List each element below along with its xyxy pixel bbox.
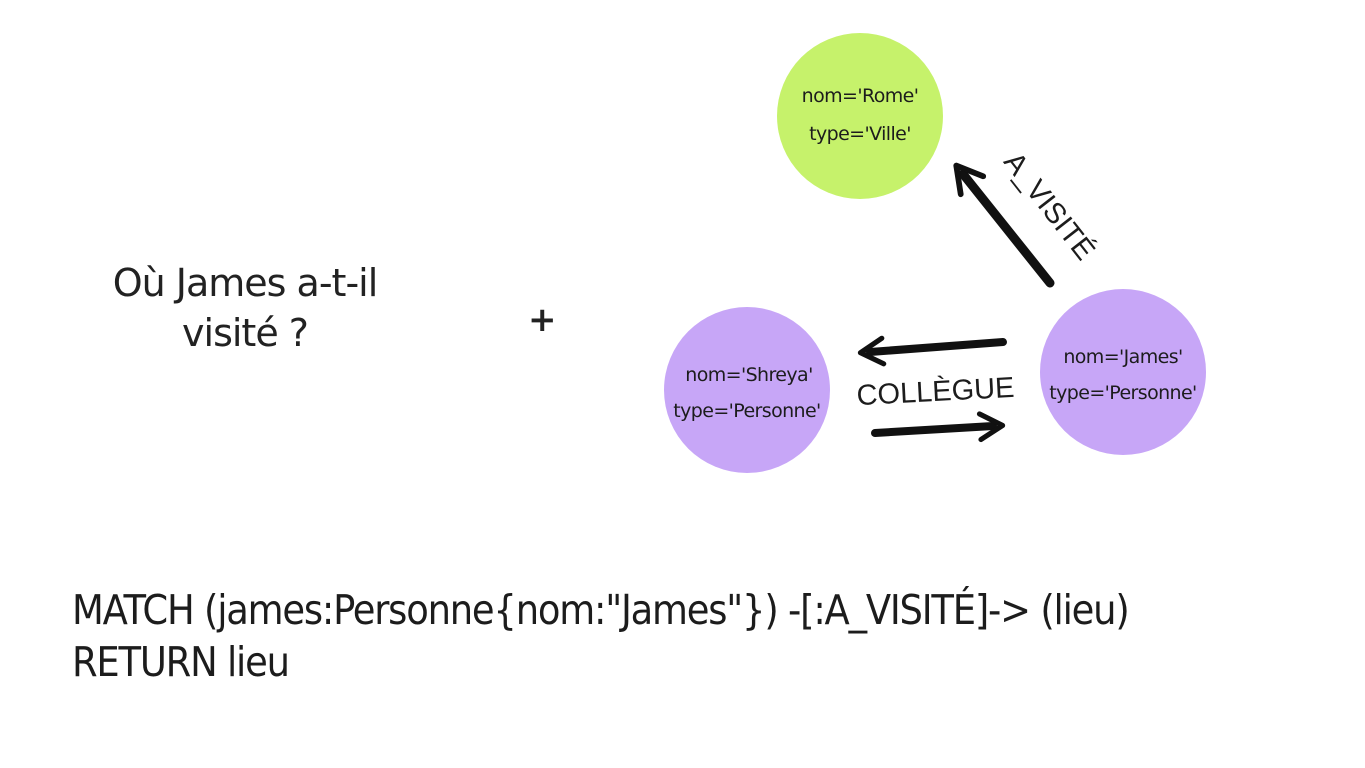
query-line-2: RETURN lieu xyxy=(72,638,290,686)
edge-visited: A_VISITÉ xyxy=(953,146,1102,288)
edge-colleague-label: COLLÈGUE xyxy=(856,371,1015,412)
node-james-type: type='Personne' xyxy=(1049,382,1196,404)
edge-colleague-arrow-to-james xyxy=(871,411,1006,443)
query-line-1: MATCH (james:Personne{nom:"James"}) -[:A… xyxy=(72,586,1130,634)
plus-sign: + xyxy=(528,300,557,340)
question-text: Où James a-t-il visité ? xyxy=(60,258,430,358)
question-line-2: visité ? xyxy=(182,311,309,355)
node-shreya-name: nom='Shreya' xyxy=(685,364,812,386)
question-line-1: Où James a-t-il xyxy=(112,261,379,305)
edge-colleague: COLLÈGUE xyxy=(856,335,1015,443)
edge-visited-label: A_VISITÉ xyxy=(997,146,1101,267)
node-rome-circle xyxy=(777,33,943,199)
node-rome: nom='Rome' type='Ville' xyxy=(777,33,943,199)
node-shreya: nom='Shreya' type='Personne' xyxy=(664,307,830,473)
node-james-circle xyxy=(1040,289,1206,455)
edge-visited-arrow xyxy=(953,162,1055,288)
node-rome-name: nom='Rome' xyxy=(802,85,919,107)
node-shreya-type: type='Personne' xyxy=(673,400,820,422)
node-shreya-circle xyxy=(664,307,830,473)
cypher-query: MATCH (james:Personne{nom:"James"}) -[:A… xyxy=(72,584,1130,688)
node-james-name: nom='James' xyxy=(1063,346,1182,368)
node-rome-type: type='Ville' xyxy=(809,123,911,145)
node-james: nom='James' type='Personne' xyxy=(1040,289,1206,455)
edge-colleague-arrow-to-shreya xyxy=(857,335,1007,367)
